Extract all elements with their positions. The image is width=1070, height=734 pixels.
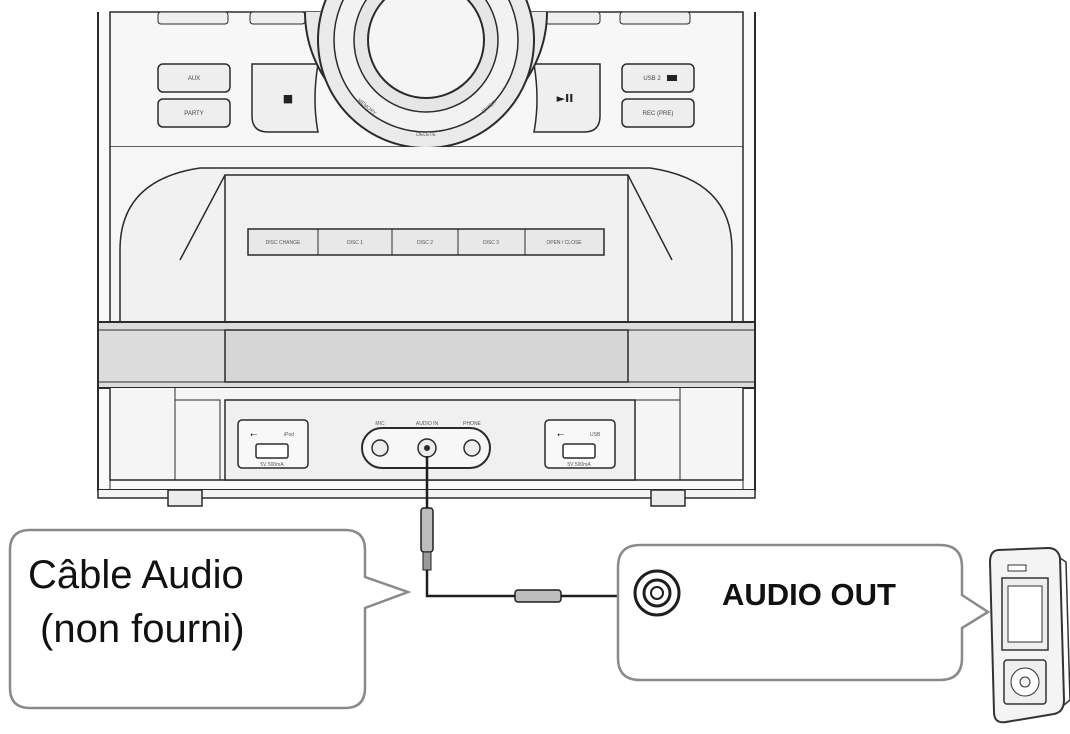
stop-icon: ■	[283, 92, 293, 105]
portable-player	[988, 546, 1070, 724]
aux-label: AUX	[188, 76, 200, 82]
rec-label: REC (PRE)	[643, 111, 674, 117]
mic-jack[interactable]	[371, 439, 389, 457]
usb2-label: USB 2	[643, 76, 661, 82]
disc2-label: DISC 2	[417, 240, 433, 246]
usb-port-left-label: iPod	[284, 432, 294, 438]
cable-callout-line2: (non fourni)	[40, 607, 245, 651]
phone-jack[interactable]	[463, 439, 481, 457]
mic-label: MIC	[375, 421, 385, 427]
phone-label: PHONE	[463, 421, 481, 427]
aux-button[interactable]	[157, 63, 231, 93]
usb-port-right-label: USB	[590, 432, 601, 438]
usb-symbol-right: ⭠	[557, 430, 564, 440]
stop-button[interactable]	[251, 63, 319, 133]
stereo-unit	[97, 0, 756, 507]
usb2-button[interactable]	[621, 63, 695, 93]
jack-panel	[361, 427, 491, 469]
play-pause-icon: ►II	[557, 92, 574, 105]
party-label: PARTY	[184, 111, 203, 117]
party-button[interactable]	[157, 98, 231, 128]
open-close-label: OPEN / CLOSE	[546, 240, 582, 246]
cable-callout-line1: Câble Audio	[28, 553, 244, 597]
cable-callout: Câble Audio (non fourni)	[8, 528, 412, 710]
audio-in-label: AUDIO IN	[416, 421, 439, 427]
disc3-label: DISC 3	[483, 240, 499, 246]
disc-button-row	[247, 228, 605, 256]
jog-dial[interactable]	[304, 0, 548, 149]
audio-out-jack[interactable]	[633, 569, 681, 617]
disc1-label: DISC 1	[347, 240, 363, 246]
usb-port-left[interactable]	[237, 419, 309, 469]
audio-out-label: AUDIO OUT	[722, 577, 896, 612]
disc-change-label: DISC CHANGE	[266, 240, 301, 246]
dial-label-delete: DELETE	[416, 132, 436, 138]
usb-port-left-caption: 5V 500mA	[260, 462, 284, 468]
play-pause-button[interactable]	[533, 63, 601, 133]
audio-cable	[420, 456, 645, 603]
foot-left	[167, 489, 203, 507]
usb-port-right[interactable]	[544, 419, 616, 469]
usb-port-right-caption: 5V 500mA	[567, 462, 591, 468]
foot-right	[650, 489, 686, 507]
plug-inline	[514, 589, 562, 603]
rec-button[interactable]	[621, 98, 695, 128]
audio-out-callout: AUDIO OUT	[616, 543, 991, 682]
usb-symbol-left: ⭠	[250, 430, 257, 440]
plug-stereo-end	[420, 507, 434, 553]
